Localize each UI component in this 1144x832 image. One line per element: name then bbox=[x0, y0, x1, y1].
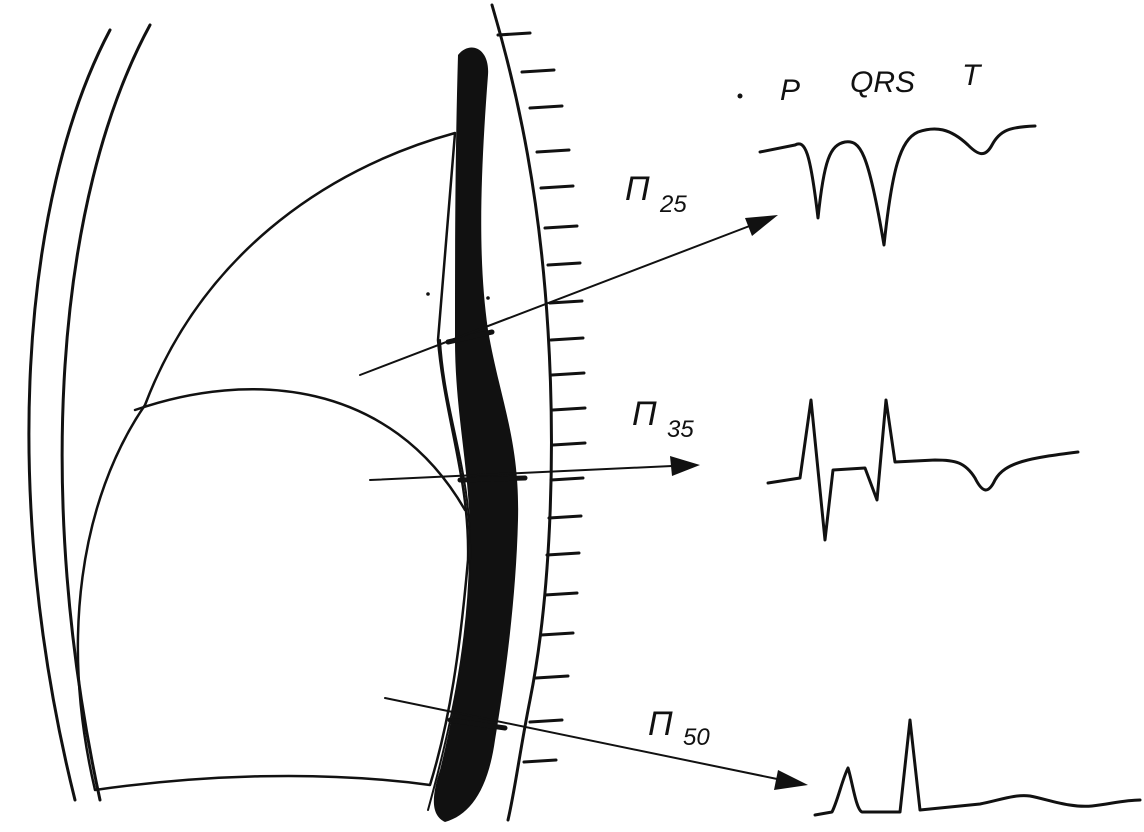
body-surface-line bbox=[490, 3, 587, 822]
wave-label-p: P bbox=[780, 74, 800, 107]
surface-tick bbox=[551, 406, 587, 412]
surface-tick bbox=[549, 336, 585, 342]
lead-label-50: П 50 bbox=[648, 705, 710, 751]
surface-tick bbox=[520, 68, 556, 74]
surface-tick bbox=[534, 674, 570, 680]
surface-tick bbox=[539, 631, 575, 637]
ecg-trace-25 bbox=[758, 124, 1037, 247]
surface-tick bbox=[551, 441, 587, 447]
surface-tick bbox=[535, 148, 571, 154]
surface-tick bbox=[496, 31, 532, 37]
lead-arrow-50 bbox=[384, 697, 808, 790]
wave-label-t: T bbox=[962, 59, 983, 92]
heart-cross-section bbox=[76, 131, 470, 792]
surface-tick bbox=[539, 184, 575, 190]
ecg-trace-50 bbox=[813, 718, 1142, 817]
scan-specks bbox=[426, 93, 743, 300]
lead-label-35: П 35 bbox=[632, 395, 694, 443]
chest-wall-outline bbox=[27, 23, 152, 802]
surface-tick bbox=[522, 758, 558, 764]
lead-arrow-35 bbox=[369, 456, 700, 481]
lead-label-50-prefix: П bbox=[648, 705, 673, 743]
lead-label-25-sub: 25 bbox=[659, 191, 687, 218]
surface-tick bbox=[550, 371, 586, 377]
lead-label-35-prefix: П bbox=[632, 395, 657, 433]
surface-tick bbox=[528, 718, 564, 724]
myocardium-band bbox=[433, 47, 519, 823]
surface-tick bbox=[547, 514, 583, 520]
ecg-trace-35 bbox=[766, 398, 1080, 542]
surface-tick bbox=[528, 104, 564, 110]
surface-tick bbox=[545, 551, 581, 557]
inner-border-line bbox=[427, 339, 472, 811]
surface-tick bbox=[543, 224, 579, 230]
lead-label-25: П 25 bbox=[625, 170, 687, 218]
lead-label-50-sub: 50 bbox=[683, 724, 710, 751]
surface-tick bbox=[549, 476, 585, 482]
surface-tick bbox=[546, 261, 582, 267]
surface-tick bbox=[548, 299, 584, 305]
wave-label-qrs: QRS bbox=[850, 66, 915, 99]
lead-label-25-prefix: П bbox=[625, 170, 650, 208]
surface-tick bbox=[543, 591, 579, 597]
lead-label-35-sub: 35 bbox=[667, 416, 694, 443]
lead-arrow-25 bbox=[359, 215, 778, 376]
band-crossing-gaps bbox=[445, 329, 528, 731]
